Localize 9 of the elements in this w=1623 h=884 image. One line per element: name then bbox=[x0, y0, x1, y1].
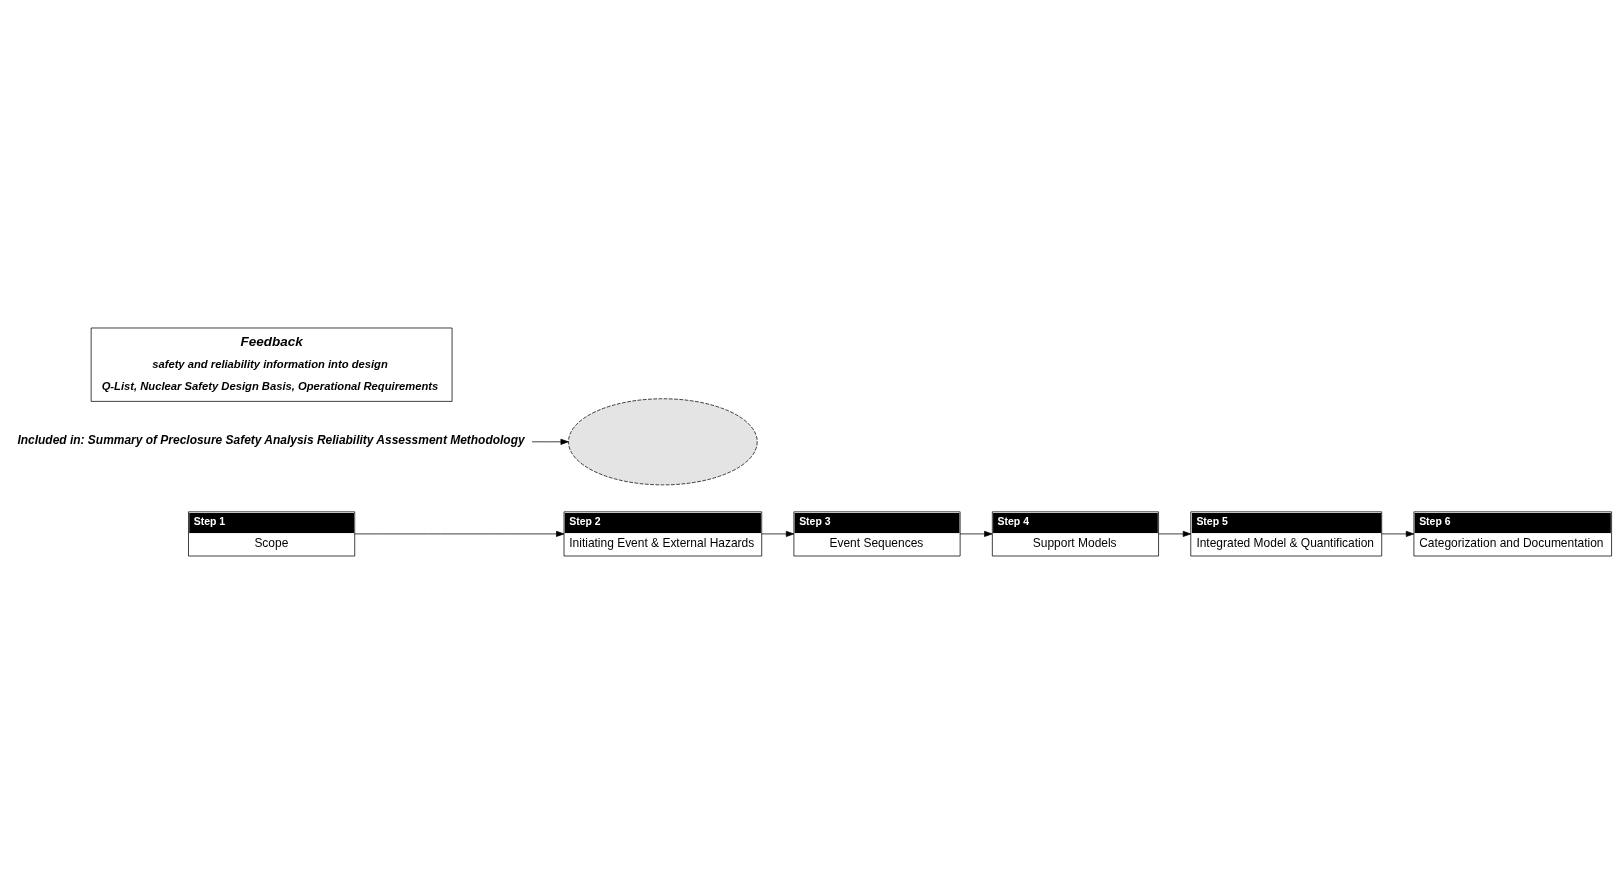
node-box: Feedback safety and reliability information into design Q-List, Nuclear Safety Design Basis, Operational Requirements bbox=[90, 327, 453, 402]
arrow bbox=[959, 530, 993, 537]
node-text: Included in: Summary of Preclosure Safety Analysis Reliability Assessment Methodology bbox=[17, 432, 525, 447]
arrow bbox=[1158, 530, 1192, 537]
arrow bbox=[761, 530, 795, 537]
arrow bbox=[354, 530, 565, 537]
arrow bbox=[1381, 530, 1415, 537]
node-ellipse bbox=[568, 398, 758, 486]
arrow bbox=[531, 438, 569, 445]
